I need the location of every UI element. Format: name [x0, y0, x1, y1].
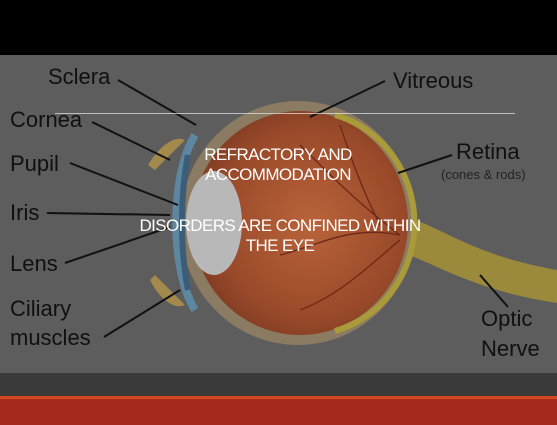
label-pupil: Pupil: [10, 152, 59, 176]
label-ciliary-line1: Ciliary: [10, 297, 71, 321]
label-retina: Retina: [456, 140, 520, 164]
top-black-bar: [0, 0, 557, 55]
label-optic-line2: Nerve: [481, 337, 540, 361]
slide-subtitle: DISORDERS ARE CONFINED WITHIN THE EYE: [110, 216, 450, 255]
label-retina-note: (cones & rods): [441, 168, 526, 182]
slide-title-line2: ACCOMMODATION: [108, 165, 448, 185]
eye-diagram: Sclera Cornea Pupil Iris Lens Ciliary mu…: [0, 55, 557, 373]
slide-title: REFRACTORY AND ACCOMMODATION: [108, 145, 448, 184]
slide-subtitle-line2: THE EYE: [110, 236, 450, 256]
slide-title-line1: REFRACTORY AND: [108, 145, 448, 165]
label-sclera: Sclera: [48, 65, 110, 89]
bottom-dark-band: [0, 373, 557, 398]
slide-subtitle-line1: DISORDERS ARE CONFINED WITHIN: [110, 216, 450, 236]
title-rule: [55, 113, 515, 114]
label-iris: Iris: [10, 201, 39, 225]
label-cornea: Cornea: [10, 108, 82, 132]
label-optic-line1: Optic: [481, 307, 532, 331]
bottom-red-bar: [0, 399, 557, 425]
label-lens: Lens: [10, 252, 58, 276]
label-ciliary-line2: muscles: [10, 326, 91, 350]
label-vitreous: Vitreous: [393, 69, 473, 93]
